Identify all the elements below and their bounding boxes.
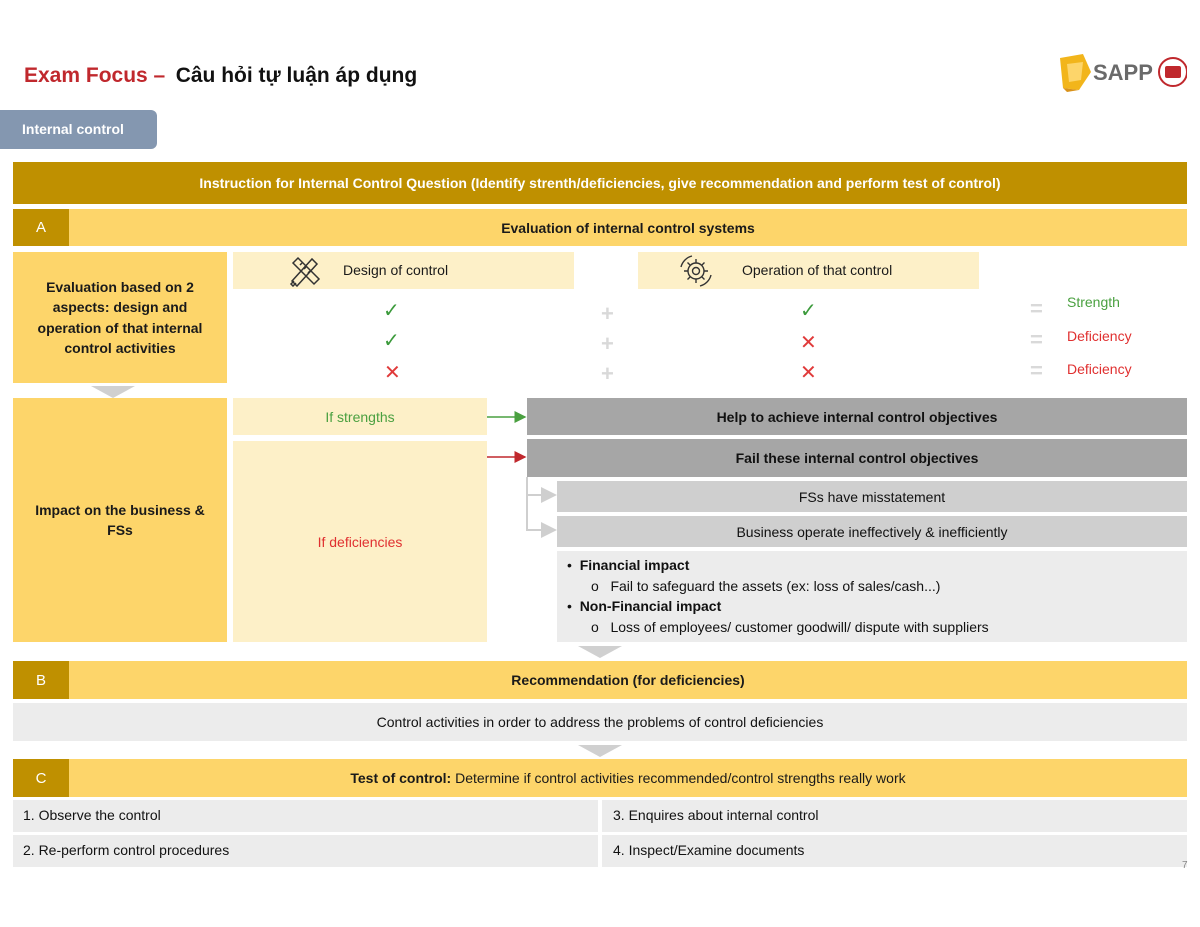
section-b-letter: B — [13, 661, 69, 699]
test-item-1: 1. Observe the control — [13, 800, 598, 832]
design-label: Design of control — [343, 262, 449, 278]
arrow-down-2 — [578, 646, 622, 658]
non-financial-label: Non-Financial impact — [579, 598, 722, 614]
impact-subitem-financial: o Fail to safeguard the assets (ex: loss… — [557, 576, 1187, 597]
test-item-3-text: 3. Enquires about internal control — [613, 807, 819, 823]
arrow-down-3 — [578, 745, 622, 757]
if-strengths: If strengths — [233, 398, 487, 435]
section-b-content: Control activities in order to address t… — [13, 703, 1187, 741]
impact-item-financial: • Financial impact — [557, 555, 1187, 576]
gear-icon — [680, 255, 712, 287]
tab-internal-control[interactable]: Internal control — [0, 110, 157, 149]
impact-subitem-non-financial: o Loss of employees/ customer goodwill/ … — [557, 617, 1187, 638]
test-item-1-text: 1. Observe the control — [23, 807, 161, 823]
pencil-ruler-icon — [289, 256, 321, 287]
operation-row2-mark: ✕ — [800, 332, 817, 354]
result-row3: Deficiency — [1067, 361, 1132, 377]
impact-item-non-financial: • Non-Financial impact — [557, 596, 1187, 617]
impact-label: Impact on the business & FSs — [35, 501, 205, 539]
test-item-2: 2. Re-perform control procedures — [13, 835, 598, 867]
evaluation-matrix: ✓ + ✓ = Strength ✓ + ✕ = Deficiency ✕ + … — [233, 294, 1193, 386]
section-c-title-bold: Test of control: — [350, 770, 452, 786]
fs-misstatement-box: FSs have misstatement — [557, 481, 1187, 512]
logo-text: SAPP — [1093, 60, 1153, 85]
result-row2: Deficiency — [1067, 328, 1132, 344]
non-financial-detail: Loss of employees/ customer goodwill/ di… — [610, 618, 989, 635]
page-number: 7 — [1182, 860, 1188, 871]
sapp-logo: SAPP — [1057, 52, 1188, 94]
test-item-3: 3. Enquires about internal control — [602, 800, 1187, 832]
title-red: Exam Focus – — [24, 64, 166, 87]
evaluation-rest: : design and operation of that internal … — [37, 299, 203, 356]
business-ineffective-box: Business operate ineffectively & ineffic… — [557, 516, 1187, 547]
arrow-down-1 — [91, 386, 135, 398]
test-item-4-text: 4. Inspect/Examine documents — [613, 842, 805, 858]
operation-header: Operation of that control — [638, 252, 979, 289]
bullet-icon: • — [567, 557, 580, 573]
section-a-title: Evaluation of internal control systems — [69, 209, 1187, 246]
sub-bullet-icon: o — [591, 577, 611, 594]
design-row3-mark: ✕ — [384, 362, 401, 384]
evaluation-box: Evaluation based on 2 aspects: design an… — [13, 252, 227, 383]
design-row1-mark: ✓ — [383, 300, 400, 322]
test-item-4: 4. Inspect/Examine documents — [602, 835, 1187, 867]
financial-detail: Fail to safeguard the assets (ex: loss o… — [610, 577, 941, 594]
impact-box: Impact on the business & FSs — [13, 398, 227, 642]
flow-arrows — [487, 411, 557, 538]
instruction-bar: Instruction for Internal Control Questio… — [13, 162, 1187, 204]
section-a-letter: A — [13, 209, 69, 246]
fail-objectives-box: Fail these internal control objectives — [527, 439, 1187, 477]
operation-label: Operation of that control — [742, 262, 893, 278]
section-c-letter: C — [13, 759, 69, 797]
plus-row2: + — [601, 331, 614, 356]
design-header: Design of control — [233, 252, 574, 289]
plus-row3: + — [601, 361, 614, 386]
page-title: Exam Focus – Câu hỏi tự luận áp dụng — [24, 64, 417, 88]
evaluation-text: Evaluation based on 2 aspects: design an… — [25, 277, 215, 359]
impacts-list: • Financial impact o Fail to safeguard t… — [557, 551, 1187, 642]
help-achieve-box: Help to achieve internal control objecti… — [527, 398, 1187, 435]
operation-row3-mark: ✕ — [800, 362, 817, 384]
section-c-title-rest: Determine if control activities recommen… — [451, 770, 906, 786]
if-deficiencies: If deficiencies — [233, 441, 487, 642]
sapp-logo-icon — [1060, 54, 1188, 92]
sub-bullet-icon: o — [591, 618, 611, 635]
plus-row1: + — [601, 301, 614, 326]
result-row1: Strength — [1067, 294, 1120, 310]
equals-row2: = — [1030, 327, 1043, 352]
title-black: Câu hỏi tự luận áp dụng — [175, 64, 418, 87]
section-c-title: Test of control: Determine if control ac… — [69, 759, 1187, 797]
evaluation-bold: Evaluation based on 2 aspects — [46, 278, 194, 316]
design-row2-mark: ✓ — [383, 330, 400, 352]
test-item-2-text: 2. Re-perform control procedures — [23, 842, 230, 858]
bullet-icon: • — [567, 598, 580, 614]
tab-label: Internal control — [22, 121, 124, 137]
operation-row1-mark: ✓ — [800, 300, 817, 322]
section-b-title: Recommendation (for deficiencies) — [69, 661, 1187, 699]
financial-label: Financial impact — [579, 557, 690, 573]
equals-row3: = — [1030, 358, 1043, 383]
equals-row1: = — [1030, 296, 1043, 321]
